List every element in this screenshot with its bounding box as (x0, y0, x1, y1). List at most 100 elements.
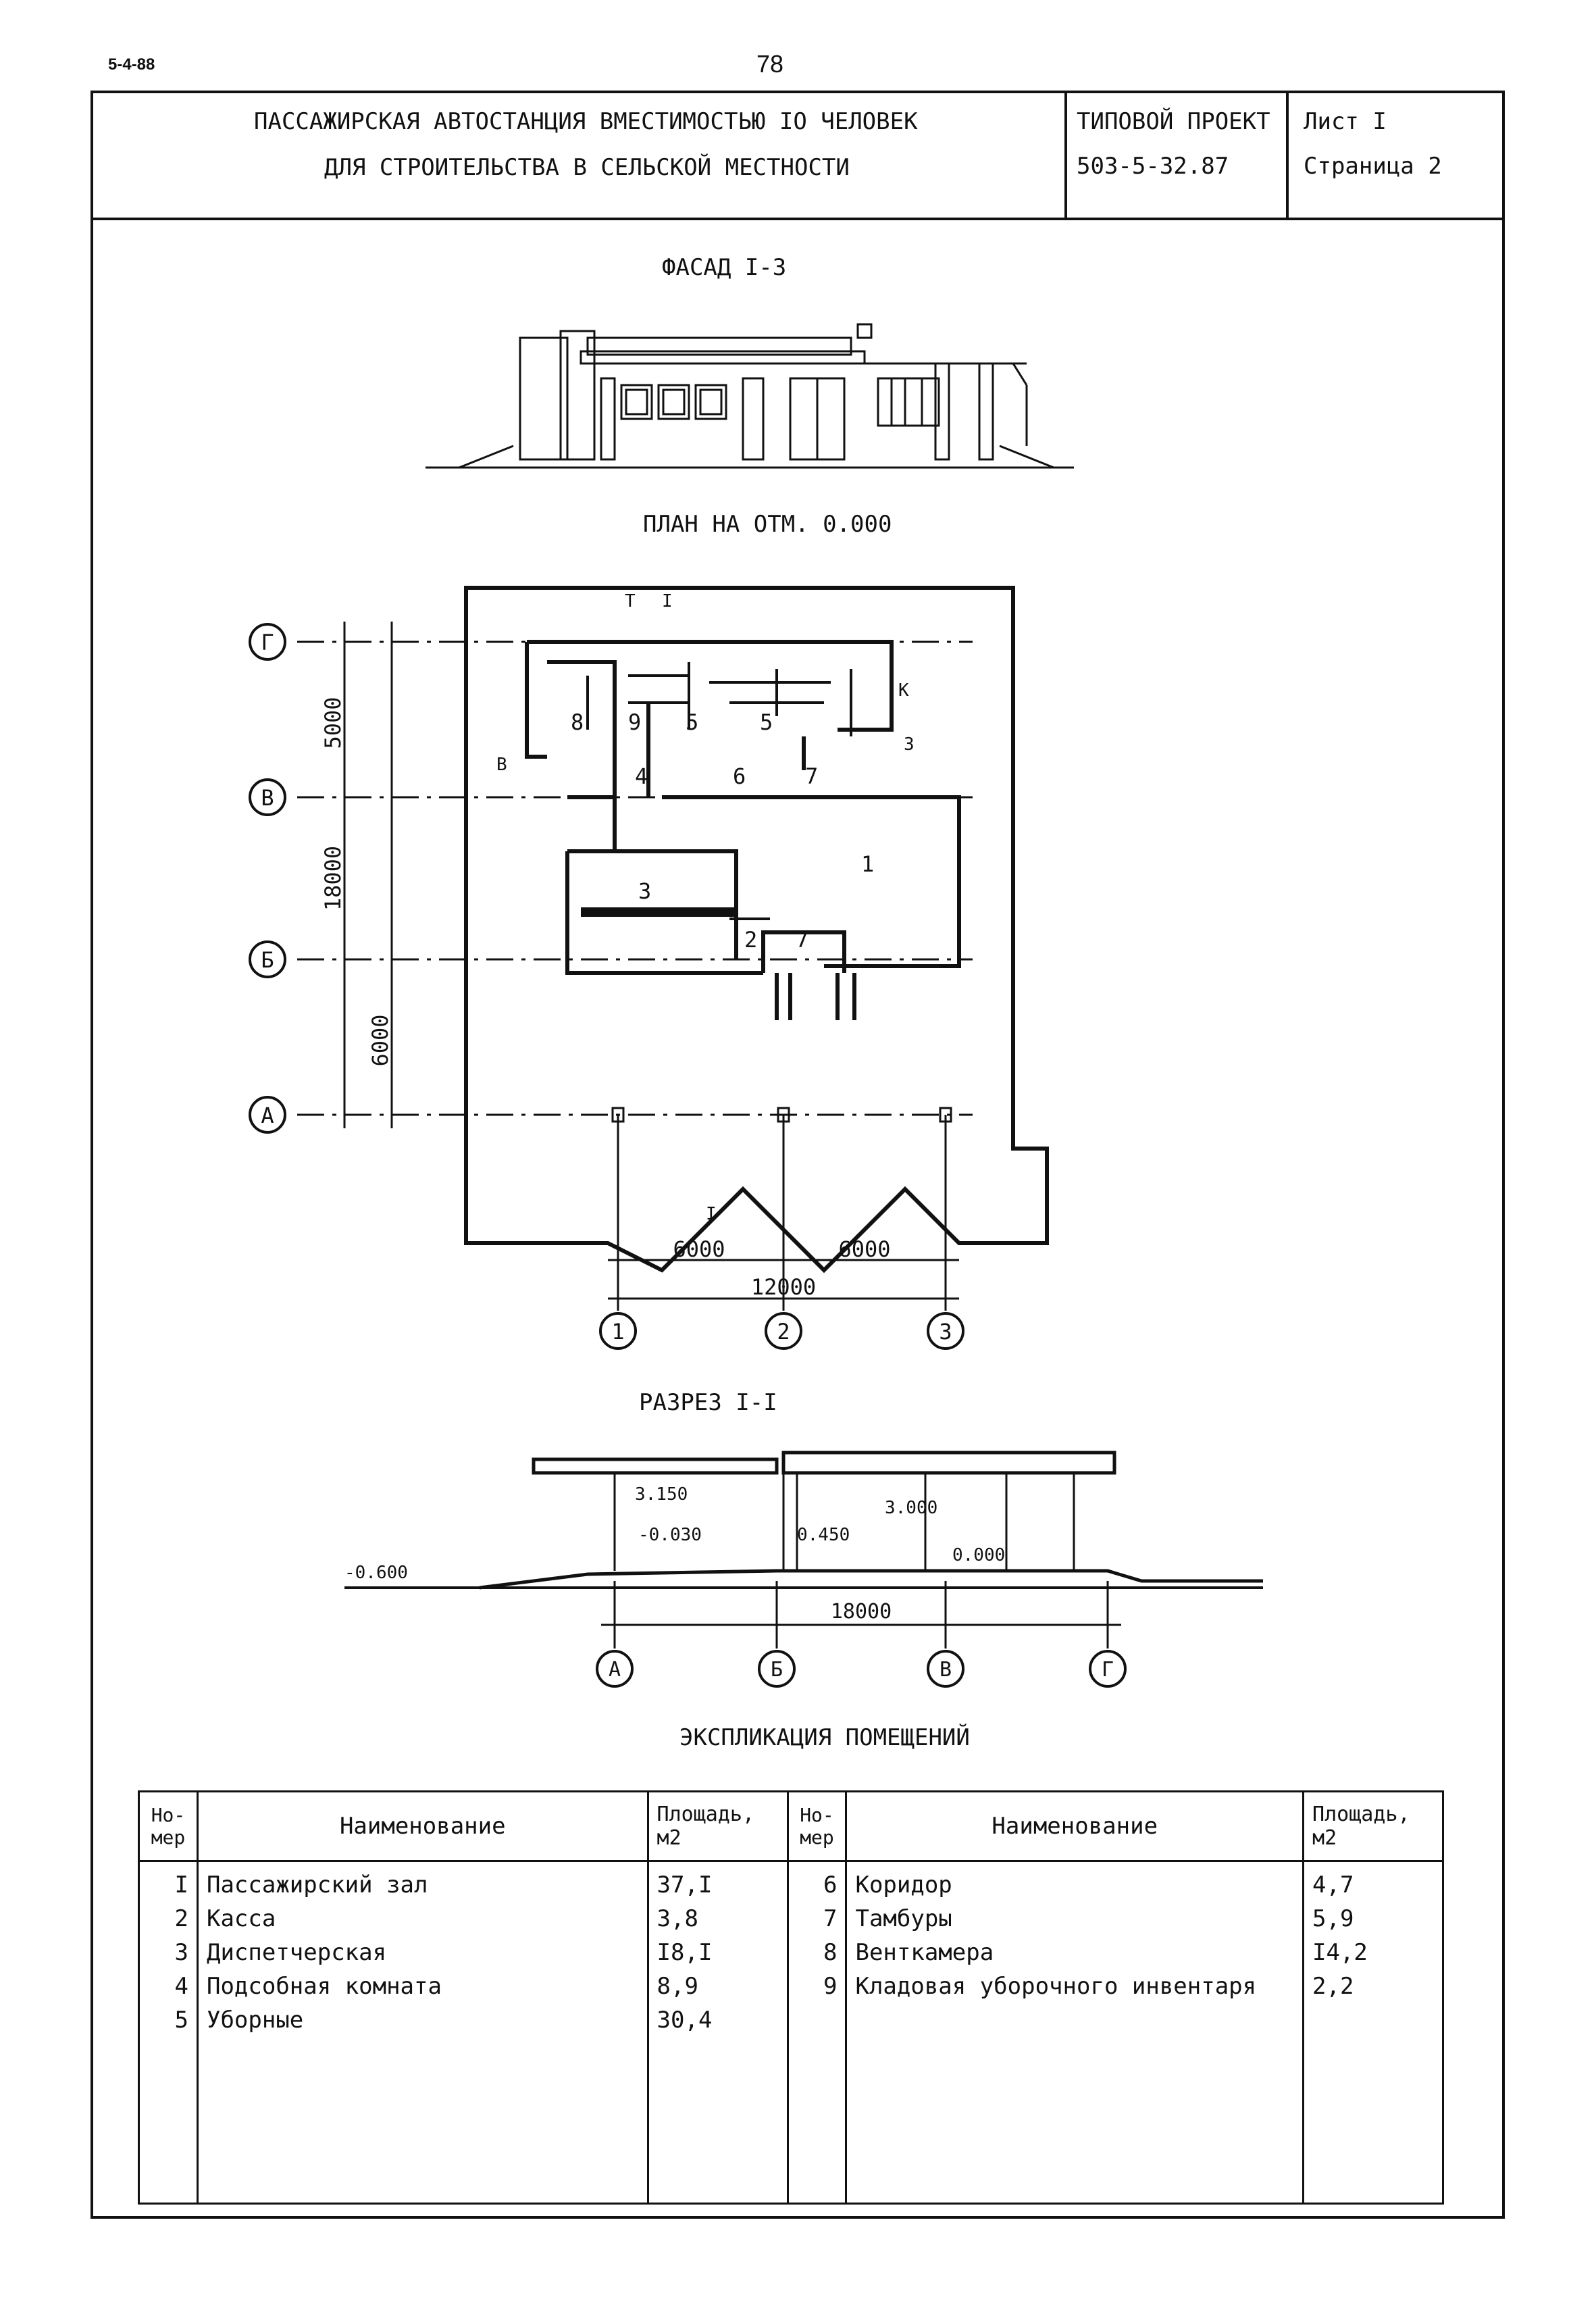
table-row: 3 Диспетчерская I8,I 8 Венткамера I4,2 (138, 1939, 1444, 1973)
project-label: ТИПОВОЙ ПРОЕКТ (1077, 108, 1270, 135)
table-row: I Пассажирский зал 37,I 6 Коридор 4,7 (138, 1861, 1444, 1905)
plan-dim-18000: 18000 (320, 846, 346, 911)
row-number: 4 (138, 1973, 199, 2007)
section-caption: РАЗРЕЗ I-I (639, 1389, 777, 1416)
plan-axis-1: 1 (611, 1319, 624, 1344)
section-axis-g: Г (1102, 1658, 1114, 1682)
row-name: Коридор (845, 1861, 1305, 1905)
row-name: Пассажирский зал (196, 1861, 649, 1905)
plan-axis-g: Г (261, 630, 274, 655)
sheet-frame (91, 91, 1505, 2219)
level-3000: 3.000 (885, 1498, 937, 1518)
level-3150: 3.150 (635, 1484, 688, 1505)
plan-axis-2: 2 (777, 1319, 790, 1344)
row-area: 5,9 (1302, 1905, 1444, 1939)
level-0450: 0.450 (797, 1525, 850, 1545)
room-label-1: 1 (861, 851, 874, 877)
filler-cell (845, 2040, 1305, 2205)
header-number-right: Но-мер (786, 1790, 848, 1862)
section-drawing: -0.600 3.150 -0.030 0.450 3.000 0.000 18… (344, 1451, 1263, 1688)
project-number: 503-5-32.87 (1077, 153, 1229, 180)
plan-dim-12000: 12000 (751, 1274, 816, 1300)
row-name: Диспетчерская (196, 1939, 649, 1973)
facade-drawing (426, 323, 1074, 469)
header-area-right: Площадь, м2 (1302, 1790, 1444, 1862)
row-area: 4,7 (1302, 1861, 1444, 1905)
row-area: I4,2 (1302, 1939, 1444, 1973)
title-line-1: ПАССАЖИРСКАЯ АВТОСТАНЦИЯ ВМЕСТИМОСТЬЮ IO… (254, 108, 918, 135)
section-dim-18000: 18000 (831, 1600, 892, 1624)
plan-axis-3: 3 (939, 1319, 952, 1344)
row-number: 5 (138, 2007, 199, 2040)
table-header-row: Но-мер Наименование Площадь, м2 Но-мер Н… (138, 1790, 1444, 1862)
entrance-mark-k: К (898, 680, 909, 701)
level-0000: 0.000 (952, 1545, 1005, 1565)
plan-dim-6000-right: 6000 (838, 1236, 890, 1262)
page-label: Страница 2 (1304, 153, 1442, 180)
row-name: Тамбуры (845, 1905, 1305, 1939)
table-row-filler (138, 2040, 1444, 2205)
section-axis-b: Б (771, 1658, 783, 1682)
explication-table: Но-мер Наименование Площадь, м2 Но-мер Н… (138, 1790, 1444, 2205)
filler-cell (646, 2040, 789, 2205)
row-number: I (138, 1861, 199, 1905)
header-name-right: Наименование (845, 1790, 1305, 1862)
row-area: I8,I (646, 1939, 789, 1973)
entrance-mark-t: Т (625, 591, 636, 611)
room-label-8: 8 (571, 709, 584, 735)
filler-cell (1302, 2040, 1444, 2205)
row-name: Касса (196, 1905, 649, 1939)
title-block-divider-1 (1064, 91, 1067, 219)
filler-cell (138, 2040, 199, 2205)
room-label-9: 9 (628, 709, 641, 735)
section-mark-top: I (662, 591, 673, 611)
section-mark-bottom: I (706, 1204, 717, 1224)
row-number: 7 (786, 1905, 848, 1939)
row-name: Венткамера (845, 1939, 1305, 1973)
filler-cell (196, 2040, 649, 2205)
table-row: 2 Касса 3,8 7 Тамбуры 5,9 (138, 1905, 1444, 1939)
room-label-6: 6 (733, 763, 746, 789)
section-axis-v: В (939, 1658, 952, 1682)
row-number (786, 2007, 848, 2040)
filler-cell (786, 2040, 848, 2205)
row-area (1302, 2007, 1444, 2040)
title-line-2: ДЛЯ СТРОИТЕЛЬСТВА В СЕЛЬСКОЙ МЕСТНОСТИ (324, 154, 850, 181)
table-row: 4 Подсобная комната 8,9 9 Кладовая уборо… (138, 1973, 1444, 2007)
title-block-divider-2 (1286, 91, 1289, 219)
row-name (845, 2007, 1305, 2040)
row-number: 9 (786, 1973, 848, 2007)
table-row: 5 Уборные 30,4 (138, 2007, 1444, 2040)
room-label-4: 4 (635, 763, 648, 789)
row-name: Кладовая уборочного инвентаря (845, 1973, 1305, 2007)
row-number: 2 (138, 1905, 199, 1939)
room-label-5b: 5 (760, 709, 773, 735)
plan-axis-a: А (261, 1103, 274, 1128)
corner-code: 5-4-88 (108, 55, 155, 74)
row-area: 2,2 (1302, 1973, 1444, 2007)
page-number: 78 (756, 50, 784, 78)
facade-caption: ФАСАД I-3 (662, 254, 787, 281)
row-number: 3 (138, 1939, 199, 1973)
plan-dim-6000-left: 6000 (673, 1236, 725, 1262)
room-label-5a: 5 (686, 709, 698, 735)
plan-dim-5000: 5000 (320, 697, 346, 749)
room-label-3: 3 (638, 878, 651, 904)
row-area: 37,I (646, 1861, 789, 1905)
header-area-left: Площадь, м2 (646, 1790, 789, 1862)
row-area: 8,9 (646, 1973, 789, 2007)
row-name: Уборные (196, 2007, 649, 2040)
entrance-mark-z: З (904, 734, 915, 755)
header-number-left: Но-мер (138, 1790, 199, 1862)
explication-caption: ЭКСПЛИКАЦИЯ ПОМЕЩЕНИЙ (679, 1724, 970, 1751)
plan-caption: ПЛАН НА ОТМ. 0.000 (643, 511, 892, 538)
row-area: 3,8 (646, 1905, 789, 1939)
plan-dim-6000-vertical: 6000 (367, 1014, 393, 1066)
level-minus-0030: -0.030 (638, 1525, 702, 1545)
plan-axis-b: Б (261, 947, 274, 973)
plan-drawing: Г В Б А 1 2 3 5000 18000 6000 6000 6000 … (249, 586, 1049, 1350)
level-minus-0600: -0.600 (344, 1563, 408, 1583)
row-number: 8 (786, 1939, 848, 1973)
room-label-7b: 7 (796, 927, 808, 953)
row-number: 6 (786, 1861, 848, 1905)
